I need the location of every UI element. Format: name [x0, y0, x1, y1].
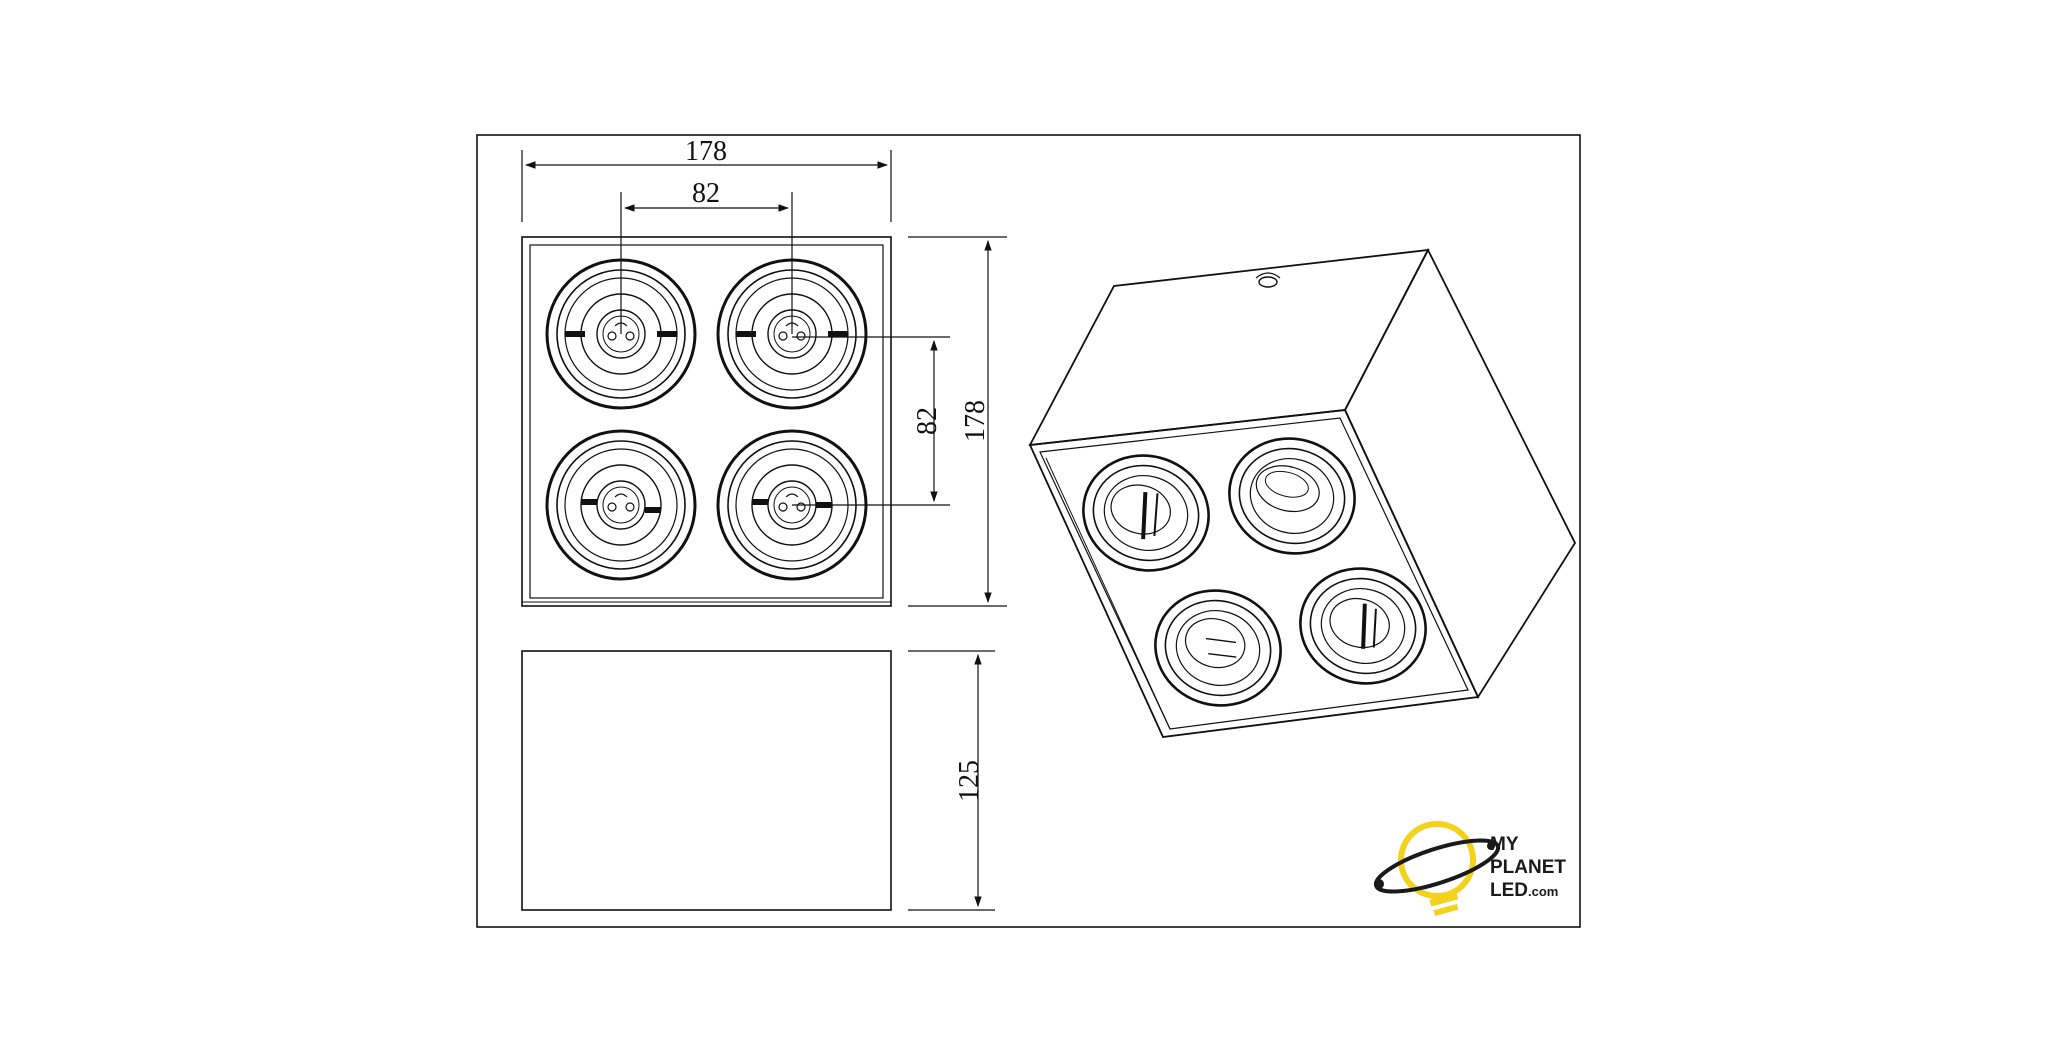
dimension-height: 125: [908, 650, 995, 911]
iso-spot-3: [1154, 589, 1282, 707]
top-view-inner: [529, 244, 884, 599]
isometric-view: [1028, 248, 1577, 738]
side-view: [521, 650, 892, 911]
dimension-spacing-vertical: 82: [792, 336, 950, 506]
spot-module-bottom-left: [545, 429, 697, 581]
top-view: [521, 236, 892, 607]
dimension-spacing-vertical-label: 82: [912, 407, 943, 435]
brand-led: LED: [1490, 880, 1528, 901]
brand-line-3: LED.com: [1490, 880, 1558, 901]
brand-logo: MY PLANET LED.com: [1373, 821, 1566, 917]
iso-spot-4: [1299, 567, 1427, 685]
brand-line-2: PLANET: [1490, 857, 1566, 878]
top-view-outer: [521, 236, 892, 607]
brand-domain: .com: [1528, 884, 1558, 899]
drawing-frame: [476, 134, 1581, 928]
dimension-depth: 178: [908, 236, 1007, 607]
dimension-spacing-horizontal-label: 82: [692, 178, 720, 209]
dimension-depth-label: 178: [960, 400, 991, 442]
dimension-width: 178: [521, 136, 892, 222]
iso-spot-1: [1082, 454, 1210, 572]
brand-line-1: MY: [1490, 834, 1519, 855]
dimension-width-label: 178: [685, 136, 727, 167]
dimension-spacing-horizontal: 82: [620, 178, 793, 334]
bulb-planet-icon: [1373, 821, 1501, 917]
dimension-height-label: 125: [954, 760, 985, 802]
iso-spot-2: [1228, 437, 1356, 555]
